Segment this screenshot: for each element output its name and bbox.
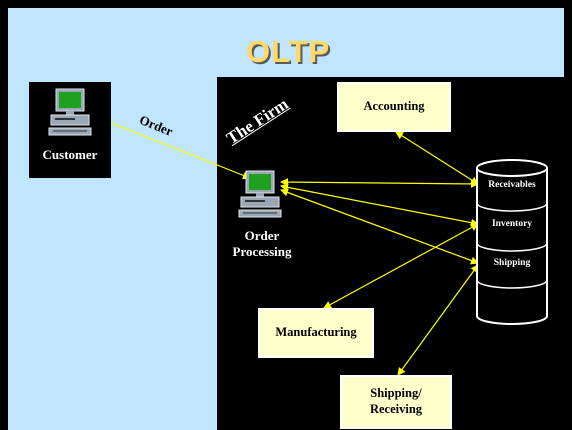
database-cylinder-icon	[476, 159, 548, 325]
arrow-op-inventory	[280, 183, 479, 227]
computer-icon	[238, 170, 282, 218]
order-processing-line-2: Processing	[232, 244, 292, 260]
db-segment-receivables: Receivables	[488, 180, 536, 190]
arrow-shipping-receiving-shipping	[397, 264, 479, 376]
db-segment-shipping: Shipping	[493, 258, 531, 268]
arrow-customer-order	[90, 113, 251, 180]
accounting-box: Accounting	[337, 82, 451, 132]
order-processing-label: Order Processing	[218, 228, 306, 261]
manufacturing-box: Manufacturing	[258, 308, 374, 358]
shipping-receiving-box: Shipping/ Receiving	[340, 375, 452, 429]
customer-label: Customer	[42, 147, 98, 162]
arrow-op-receivables	[280, 178, 479, 188]
order-processing-line-1: Order	[244, 228, 280, 243]
arrow-manufacturing-inventory	[323, 223, 479, 309]
slide-title: OLTP	[246, 34, 331, 69]
shipping-receiving-line-1: Shipping/	[370, 386, 422, 401]
arrow-accounting-receivables	[395, 131, 479, 185]
db-segment-inventory: Inventory	[491, 219, 533, 229]
shipping-receiving-line-2: Receiving	[369, 402, 423, 416]
computer-icon	[48, 88, 92, 136]
customer-box: Customer	[29, 82, 111, 178]
arrow-op-shipping	[280, 188, 479, 265]
